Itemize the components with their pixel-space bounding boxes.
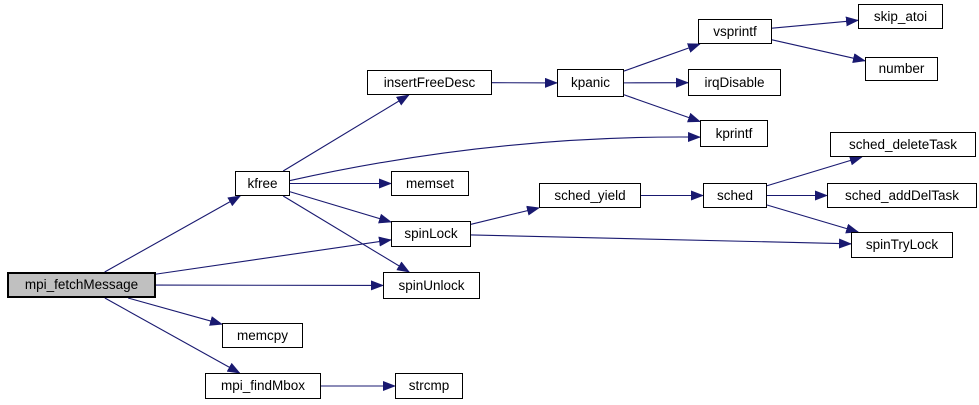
node-sched_yield[interactable]: sched_yield <box>539 183 641 208</box>
node-spinUnlock[interactable]: spinUnlock <box>383 272 480 299</box>
edge-vsprintf-to-number <box>771 39 866 64</box>
node-mpi_fetchMessage: mpi_fetchMessage <box>7 272 156 298</box>
edge-sched-to-sched_deleteTask <box>766 155 863 187</box>
edge-mpi_fetchMessage-to-mpi_findMbox <box>104 297 241 374</box>
edge-mpi_fetchMessage-to-spinLock <box>155 236 392 275</box>
edge-spinLock-to-spinTryLock <box>470 234 852 249</box>
node-irqDisable[interactable]: irqDisable <box>688 69 781 96</box>
edge-kfree-to-spinUnlock <box>282 195 410 273</box>
node-number[interactable]: number <box>865 57 938 81</box>
node-spinTryLock[interactable]: spinTryLock <box>851 232 953 258</box>
node-kprintf[interactable]: kprintf <box>700 120 768 147</box>
node-insertFreeDesc[interactable]: insertFreeDesc <box>367 70 492 95</box>
node-sched_addDelTask[interactable]: sched_addDelTask <box>827 183 977 208</box>
node-memset[interactable]: memset <box>391 171 469 196</box>
edge-vsprintf-to-skip_atoi <box>771 16 859 29</box>
edge-kfree-to-kprintf <box>289 131 701 182</box>
node-sched_deleteTask[interactable]: sched_deleteTask <box>830 132 976 157</box>
edge-sched-to-spinTryLock <box>766 204 860 234</box>
node-skip_atoi[interactable]: skip_atoi <box>858 4 943 29</box>
edge-kfree-to-insertFreeDesc <box>282 94 410 172</box>
edge-spinLock-to-sched_yield <box>470 205 540 225</box>
node-vsprintf[interactable]: vsprintf <box>698 19 772 44</box>
edge-group <box>104 16 866 391</box>
edge-kpanic-to-vsprintf <box>623 43 701 72</box>
node-spinLock[interactable]: spinLock <box>391 221 471 247</box>
node-mpi_findMbox[interactable]: mpi_findMbox <box>205 373 321 399</box>
node-memcpy[interactable]: memcpy <box>222 323 303 348</box>
node-sched[interactable]: sched <box>703 183 767 208</box>
edge-mpi_fetchMessage-to-memcpy <box>127 297 223 326</box>
edge-kfree-to-spinLock <box>289 191 392 224</box>
node-kpanic[interactable]: kpanic <box>557 69 624 97</box>
node-kfree[interactable]: kfree <box>235 171 290 196</box>
edge-mpi_fetchMessage-to-kfree <box>104 195 242 273</box>
node-strcmp[interactable]: strcmp <box>395 373 463 399</box>
edge-kpanic-to-kprintf <box>623 94 701 123</box>
